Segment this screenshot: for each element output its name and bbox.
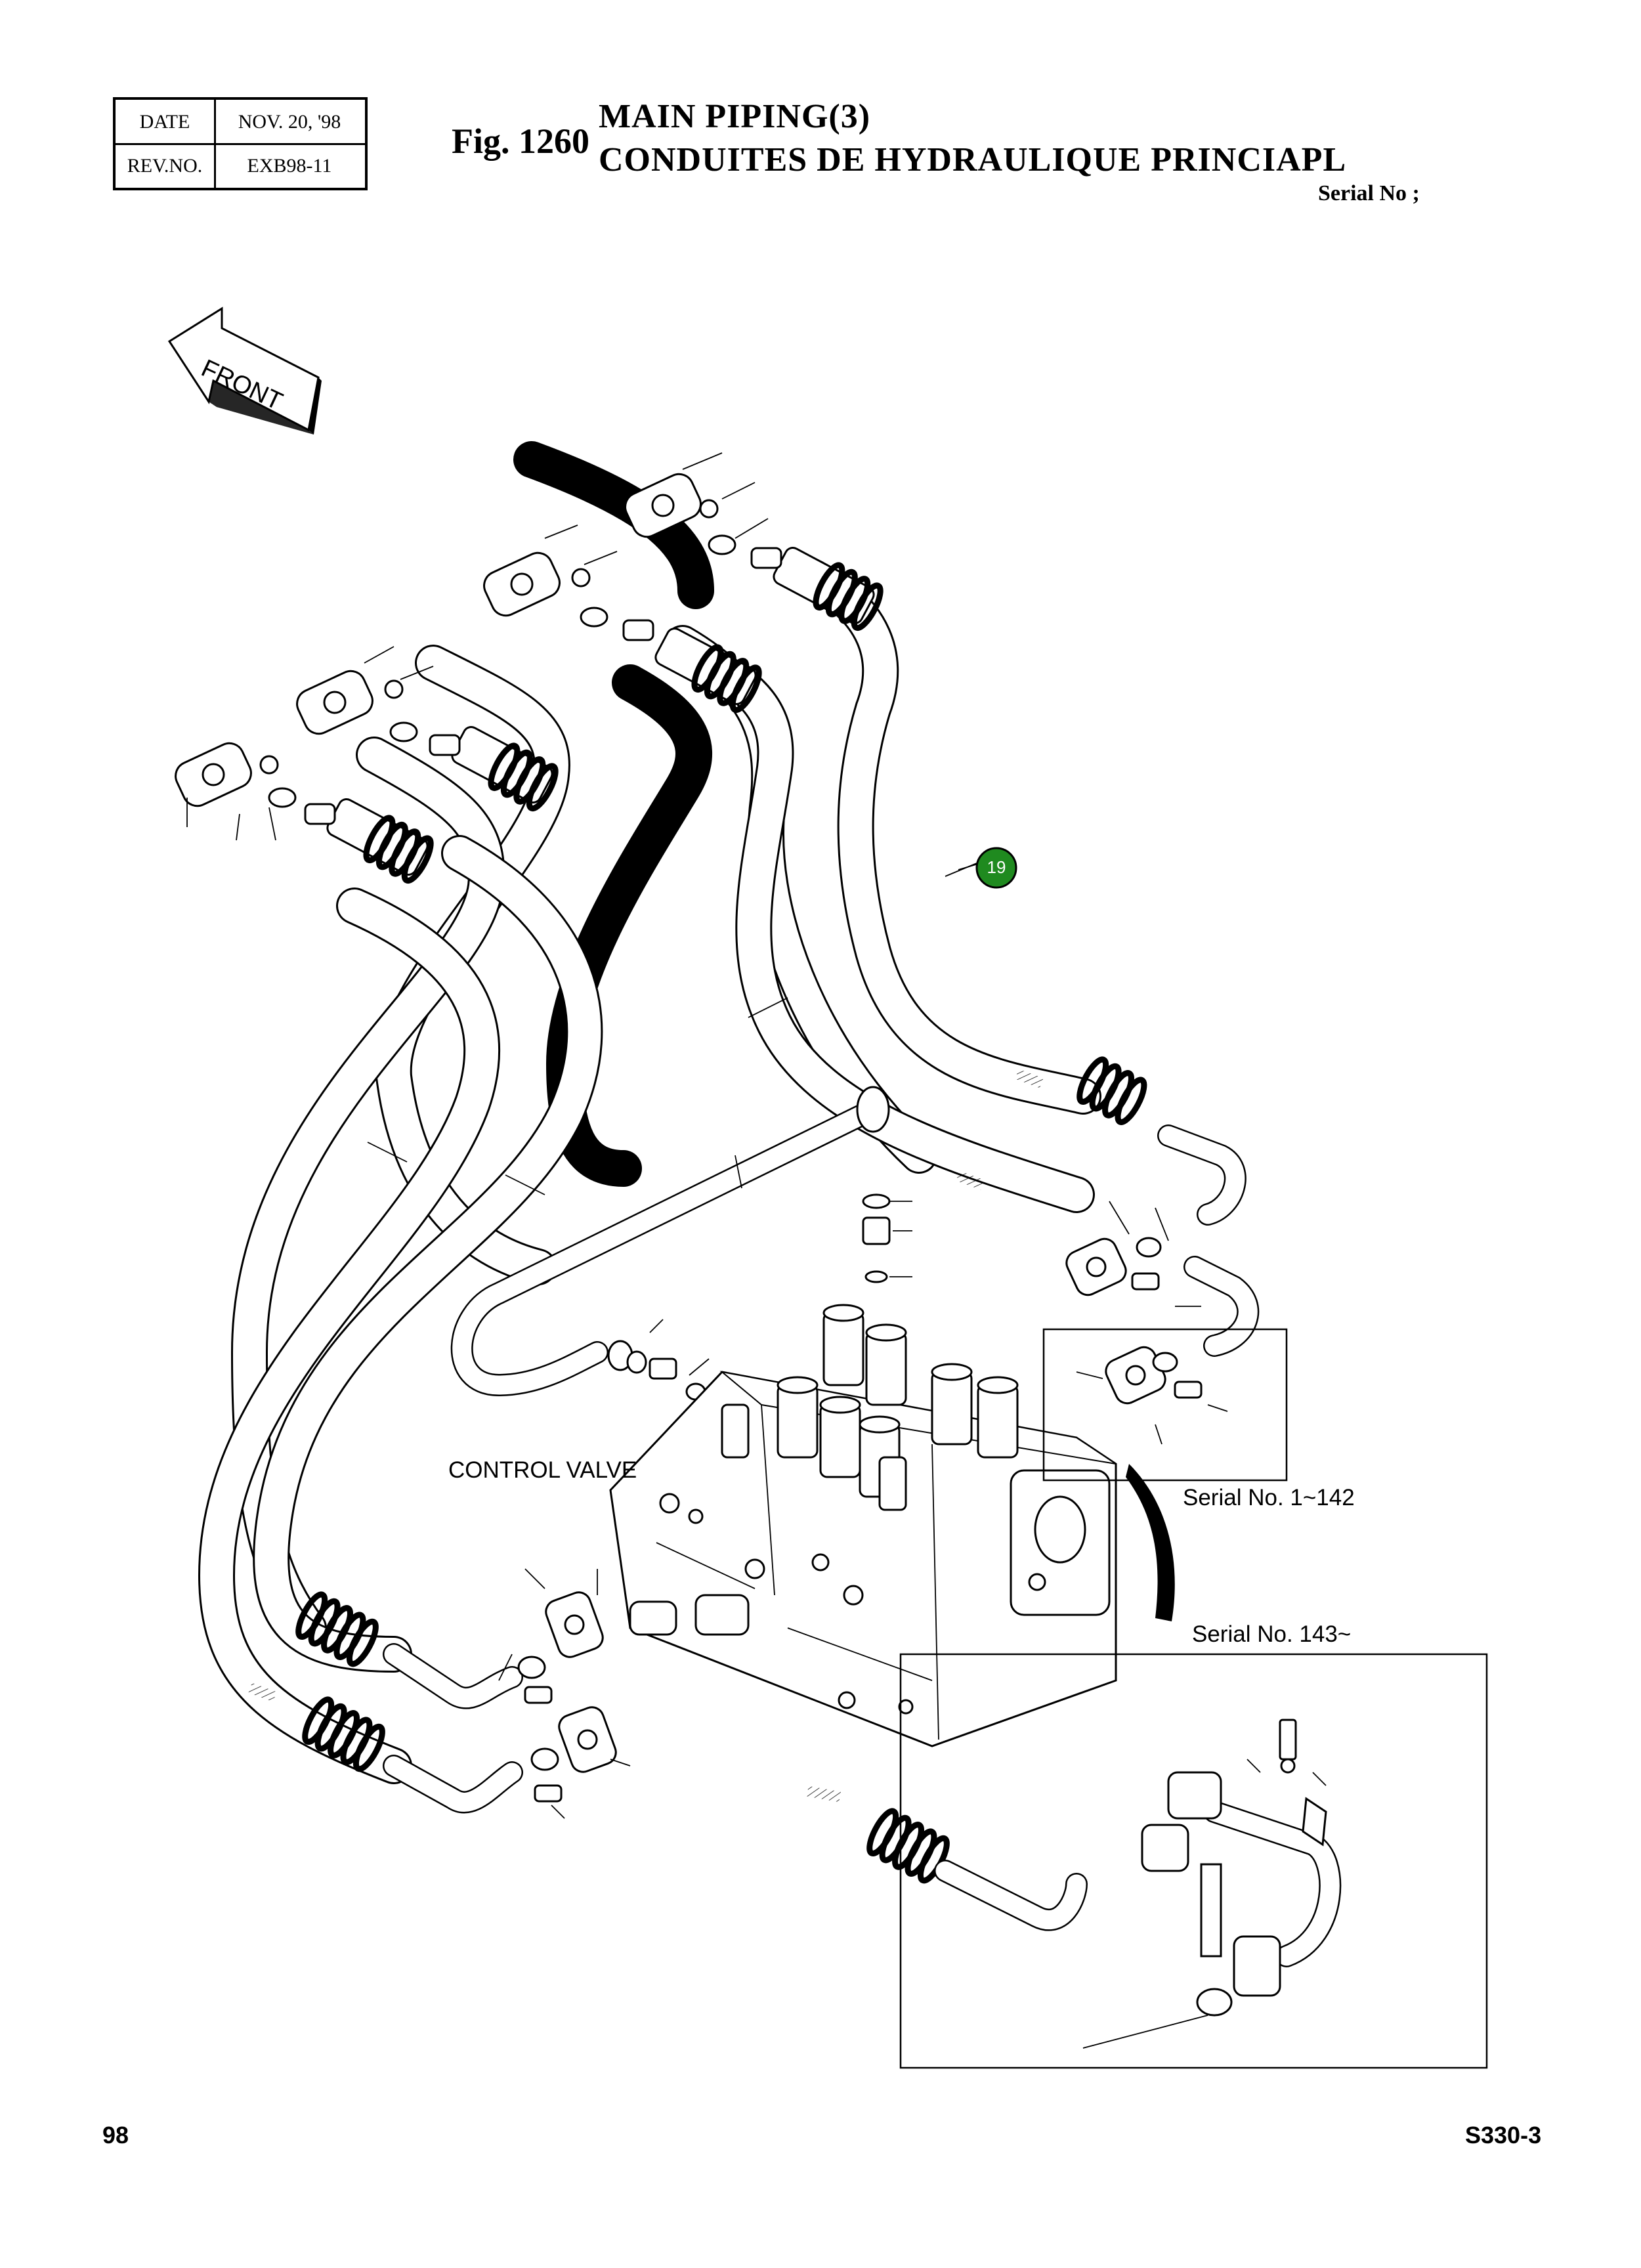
inset-box-serial-143 xyxy=(899,1653,1488,2069)
flange-lower-1 xyxy=(517,1591,604,1704)
flange-2 xyxy=(483,551,654,641)
serial-number-label: Serial No ; xyxy=(1318,181,1420,205)
hose-fitting-right-1 xyxy=(1076,1056,1147,1125)
flange-lower-2 xyxy=(530,1706,617,1803)
rev-value: EXB98-11 xyxy=(247,154,332,177)
rev-label: REV.NO. xyxy=(127,154,203,177)
date-value: NOV. 20, '98 xyxy=(238,110,341,133)
callout-number[interactable]: 19 xyxy=(987,857,1006,877)
title-french: CONDUITES DE HYDRAULIQUE PRINCIAPL xyxy=(599,141,1347,179)
flange-3 xyxy=(296,670,461,756)
control-valve xyxy=(609,1304,1117,1747)
serial-range-1-label: Serial No. 1~142 xyxy=(1183,1485,1355,1510)
serial-range-2-label: Serial No. 143~ xyxy=(1192,1621,1352,1647)
table-divider-horizontal xyxy=(116,143,365,145)
hose-fitting-inset xyxy=(866,1808,950,1884)
hose-fitting-upper-1 xyxy=(773,547,884,631)
flange-1 xyxy=(624,473,782,569)
date-label: DATE xyxy=(139,110,190,133)
hose-fitting-lower-2 xyxy=(302,1696,385,1772)
hose-fitting-upper-4 xyxy=(326,798,434,884)
front-arrow-icon xyxy=(167,307,322,435)
control-valve-label: CONTROL VALVE xyxy=(448,1457,637,1483)
flange-valve-2 xyxy=(1105,1346,1203,1405)
hose-fitting-upper-2 xyxy=(654,628,762,714)
hose-fitting-upper-3 xyxy=(451,726,559,812)
figure-number: Fig. 1260 xyxy=(452,121,589,161)
inset-box-serial-1-142 xyxy=(1042,1328,1288,1482)
model-number: S330-3 xyxy=(1465,2122,1542,2149)
flange-4 xyxy=(175,742,336,825)
page-number: 98 xyxy=(102,2122,129,2149)
title-english: MAIN PIPING(3) xyxy=(599,98,871,135)
hose-fitting-lower-1 xyxy=(295,1591,379,1667)
callout-19[interactable] xyxy=(945,847,1017,889)
revision-table: DATE NOV. 20, '98 REV.NO. EXB98-11 xyxy=(113,97,368,190)
flange-valve-1 xyxy=(1065,1237,1162,1296)
